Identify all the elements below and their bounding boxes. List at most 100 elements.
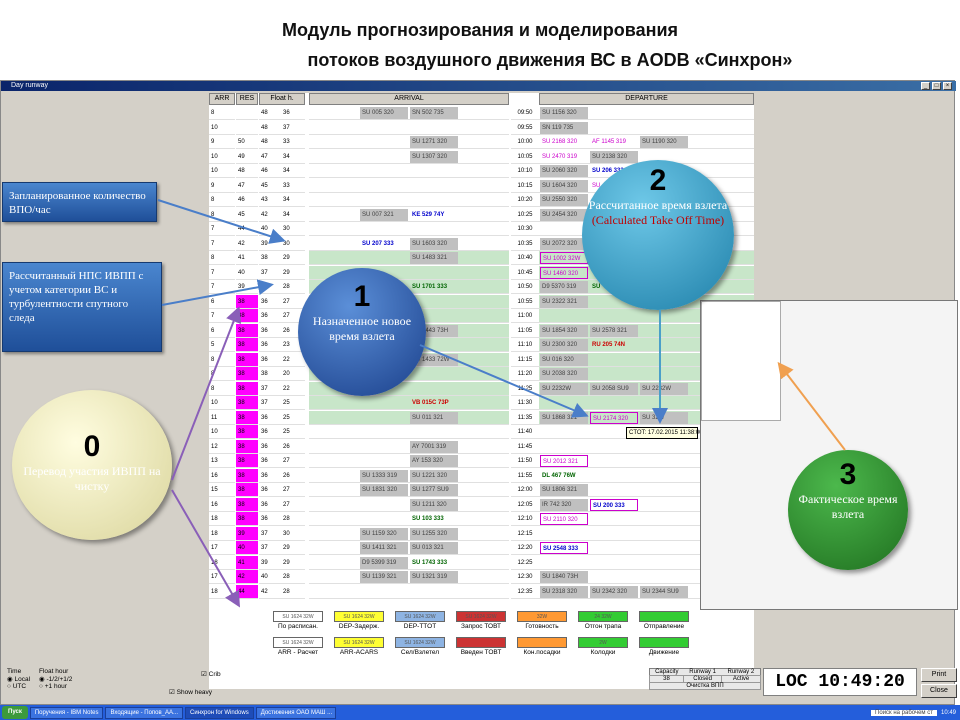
arrival-row-band[interactable] — [309, 440, 509, 454]
arrival-row-band[interactable] — [309, 251, 509, 265]
flight-chip[interactable]: SU 2342 320 — [590, 585, 638, 598]
departure-row-band[interactable] — [539, 135, 754, 149]
col-header-arrival[interactable]: ARRIVAL — [309, 93, 509, 105]
flight-chip[interactable]: AY 153 320 — [410, 455, 458, 467]
flight-chip[interactable]: SU 016 320 — [540, 353, 588, 366]
arrival-row-band[interactable] — [309, 222, 509, 236]
flight-chip[interactable]: SU 2470 319 — [542, 153, 578, 160]
arrival-row-band[interactable] — [309, 498, 509, 512]
maximize-button[interactable]: □ — [932, 82, 941, 90]
flight-chip[interactable]: SU 2232W — [540, 382, 588, 395]
runway1-status[interactable]: Closed — [683, 675, 723, 683]
flight-chip[interactable]: D9 5399 319 — [360, 556, 408, 569]
departure-row-band[interactable] — [539, 440, 754, 454]
close-window-button[interactable]: × — [943, 82, 952, 90]
flight-chip[interactable]: SU 2232W — [640, 382, 688, 395]
arrival-row-band[interactable] — [309, 179, 509, 193]
departure-row-band[interactable] — [539, 483, 754, 497]
departure-row-band[interactable] — [539, 454, 754, 468]
flight-chip[interactable]: SU 1854 320 — [540, 324, 588, 337]
desktop-search[interactable]: Поиск на рабочем ст — [871, 709, 937, 716]
flight-chip[interactable]: SU 2322 321 — [540, 295, 588, 308]
arrival-row-band[interactable] — [309, 193, 509, 207]
arrival-row-band[interactable] — [309, 425, 509, 439]
close-button[interactable]: Close — [921, 684, 957, 698]
task-notes[interactable]: Поручения - IBM Notes — [29, 706, 104, 719]
departure-row-band[interactable] — [539, 541, 754, 555]
col-header-arr[interactable]: ARR — [209, 93, 235, 105]
float-half-radio[interactable]: ◉ -1/2/+1/2 — [39, 676, 73, 683]
arrival-row-band[interactable] — [309, 541, 509, 555]
arrival-row-band[interactable] — [309, 106, 509, 120]
flight-chip[interactable]: SU 2454 320 — [540, 208, 588, 221]
flight-chip[interactable]: AY 7001 319 — [410, 440, 458, 453]
flight-chip[interactable]: SU 2344 SU9 — [640, 585, 688, 598]
flight-chip[interactable]: VB 015C 73P — [412, 400, 449, 406]
departure-row-band[interactable] — [539, 570, 754, 584]
flight-chip[interactable]: SU 2318 320 — [540, 585, 588, 598]
flight-chip[interactable]: SU 1411 321 — [360, 542, 408, 554]
flight-chip[interactable]: SU 1701 333 — [412, 284, 448, 290]
task-achievements[interactable]: Достижения ОАО МАШ ... — [255, 706, 336, 719]
flight-chip[interactable]: KE 529 74Y — [412, 211, 445, 218]
arrival-row-band[interactable] — [309, 585, 509, 599]
flight-chip[interactable]: SU 013 321 — [410, 542, 458, 554]
flight-chip[interactable]: SU 1271 320 — [410, 136, 458, 148]
flight-chip[interactable]: SU 1002 32W — [540, 252, 588, 264]
col-header-departure[interactable]: DEPARTURE — [539, 93, 754, 105]
flight-chip[interactable]: SU 2060 320 — [540, 165, 588, 177]
flight-chip[interactable]: SU 1190 320 — [640, 136, 688, 148]
flight-chip[interactable]: SU 1159 320 — [360, 527, 408, 540]
flight-chip[interactable]: SU 206 333 — [592, 168, 624, 174]
flight-chip[interactable]: SU 2110 320 — [540, 513, 588, 525]
col-header-float[interactable]: Float h. — [259, 93, 305, 105]
task-inbox[interactable]: Входящие - Попов_АА... — [105, 706, 184, 719]
flight-chip[interactable]: SU 1139 321 — [360, 571, 408, 583]
arrival-row-band[interactable] — [309, 237, 509, 251]
arrival-row-band[interactable] — [309, 483, 509, 497]
flight-chip[interactable]: SU 200 333 — [590, 498, 638, 511]
flight-chip[interactable]: SU 1277 SU9 — [410, 484, 458, 496]
task-synchron[interactable]: Синхрон for Windows — [185, 706, 254, 719]
start-button[interactable]: Пуск — [2, 706, 28, 719]
flight-chip[interactable]: SU 1460 320 — [540, 266, 588, 279]
flight-chip[interactable]: SU 1211 320 — [410, 498, 458, 511]
flight-chip[interactable]: SU 005 320 — [360, 107, 408, 119]
flight-chip[interactable]: SU 2038 320 — [540, 368, 588, 380]
flight-chip[interactable]: SU 1156 320 — [540, 107, 588, 119]
flight-chip[interactable]: SU 1743 333 — [412, 559, 448, 566]
flight-chip[interactable]: SU — [592, 284, 601, 290]
flight-chip[interactable]: SU 2012 321 — [540, 455, 588, 467]
flight-chip[interactable]: SU 1603 320 — [410, 237, 458, 250]
runway2-status[interactable]: Active — [721, 675, 761, 683]
window-titlebar[interactable]: Day runway _ □ × — [1, 81, 956, 91]
arrival-row-band[interactable] — [309, 469, 509, 483]
departure-row-band[interactable] — [539, 121, 754, 135]
flight-chip[interactable]: SN 119 735 — [540, 121, 588, 134]
flight-chip[interactable]: SU 1604 320 — [540, 179, 588, 192]
flight-chip[interactable]: SU 1868 321 — [540, 411, 588, 424]
arrival-row-band[interactable] — [309, 208, 509, 222]
flight-chip[interactable]: IR 742 320 — [540, 498, 588, 511]
departure-row-band[interactable] — [539, 498, 754, 512]
arrival-row-band[interactable] — [309, 512, 509, 526]
arrival-row-band[interactable] — [309, 150, 509, 164]
print-button[interactable]: Print — [921, 668, 957, 682]
flight-chip[interactable]: SU 011 321 — [410, 411, 458, 424]
flight-chip[interactable]: SU 007 321 — [360, 208, 408, 221]
minimize-button[interactable]: _ — [921, 82, 930, 90]
flight-chip[interactable]: SU 1321 319 — [410, 571, 458, 583]
flight-chip[interactable]: SU 1483 321 — [410, 252, 458, 264]
departure-row-band[interactable] — [539, 585, 754, 599]
float-one-radio[interactable]: ○ +1 hour — [39, 683, 67, 690]
flight-chip[interactable]: SN 502 735 — [410, 107, 458, 119]
arrival-row-band[interactable] — [309, 396, 509, 410]
arrival-row-band[interactable] — [309, 454, 509, 468]
flight-chip[interactable]: SU 1806 321 — [540, 484, 588, 496]
flight-chip[interactable]: SU 207 333 — [362, 240, 394, 247]
crib-checkbox[interactable]: ☑ Crib — [201, 671, 221, 678]
flight-chip[interactable]: SU 1221 320 — [410, 469, 458, 482]
arrival-row-band[interactable] — [309, 556, 509, 570]
flight-chip[interactable]: SU 1831 320 — [360, 484, 408, 496]
flight-chip[interactable]: SU 32W — [640, 411, 688, 424]
